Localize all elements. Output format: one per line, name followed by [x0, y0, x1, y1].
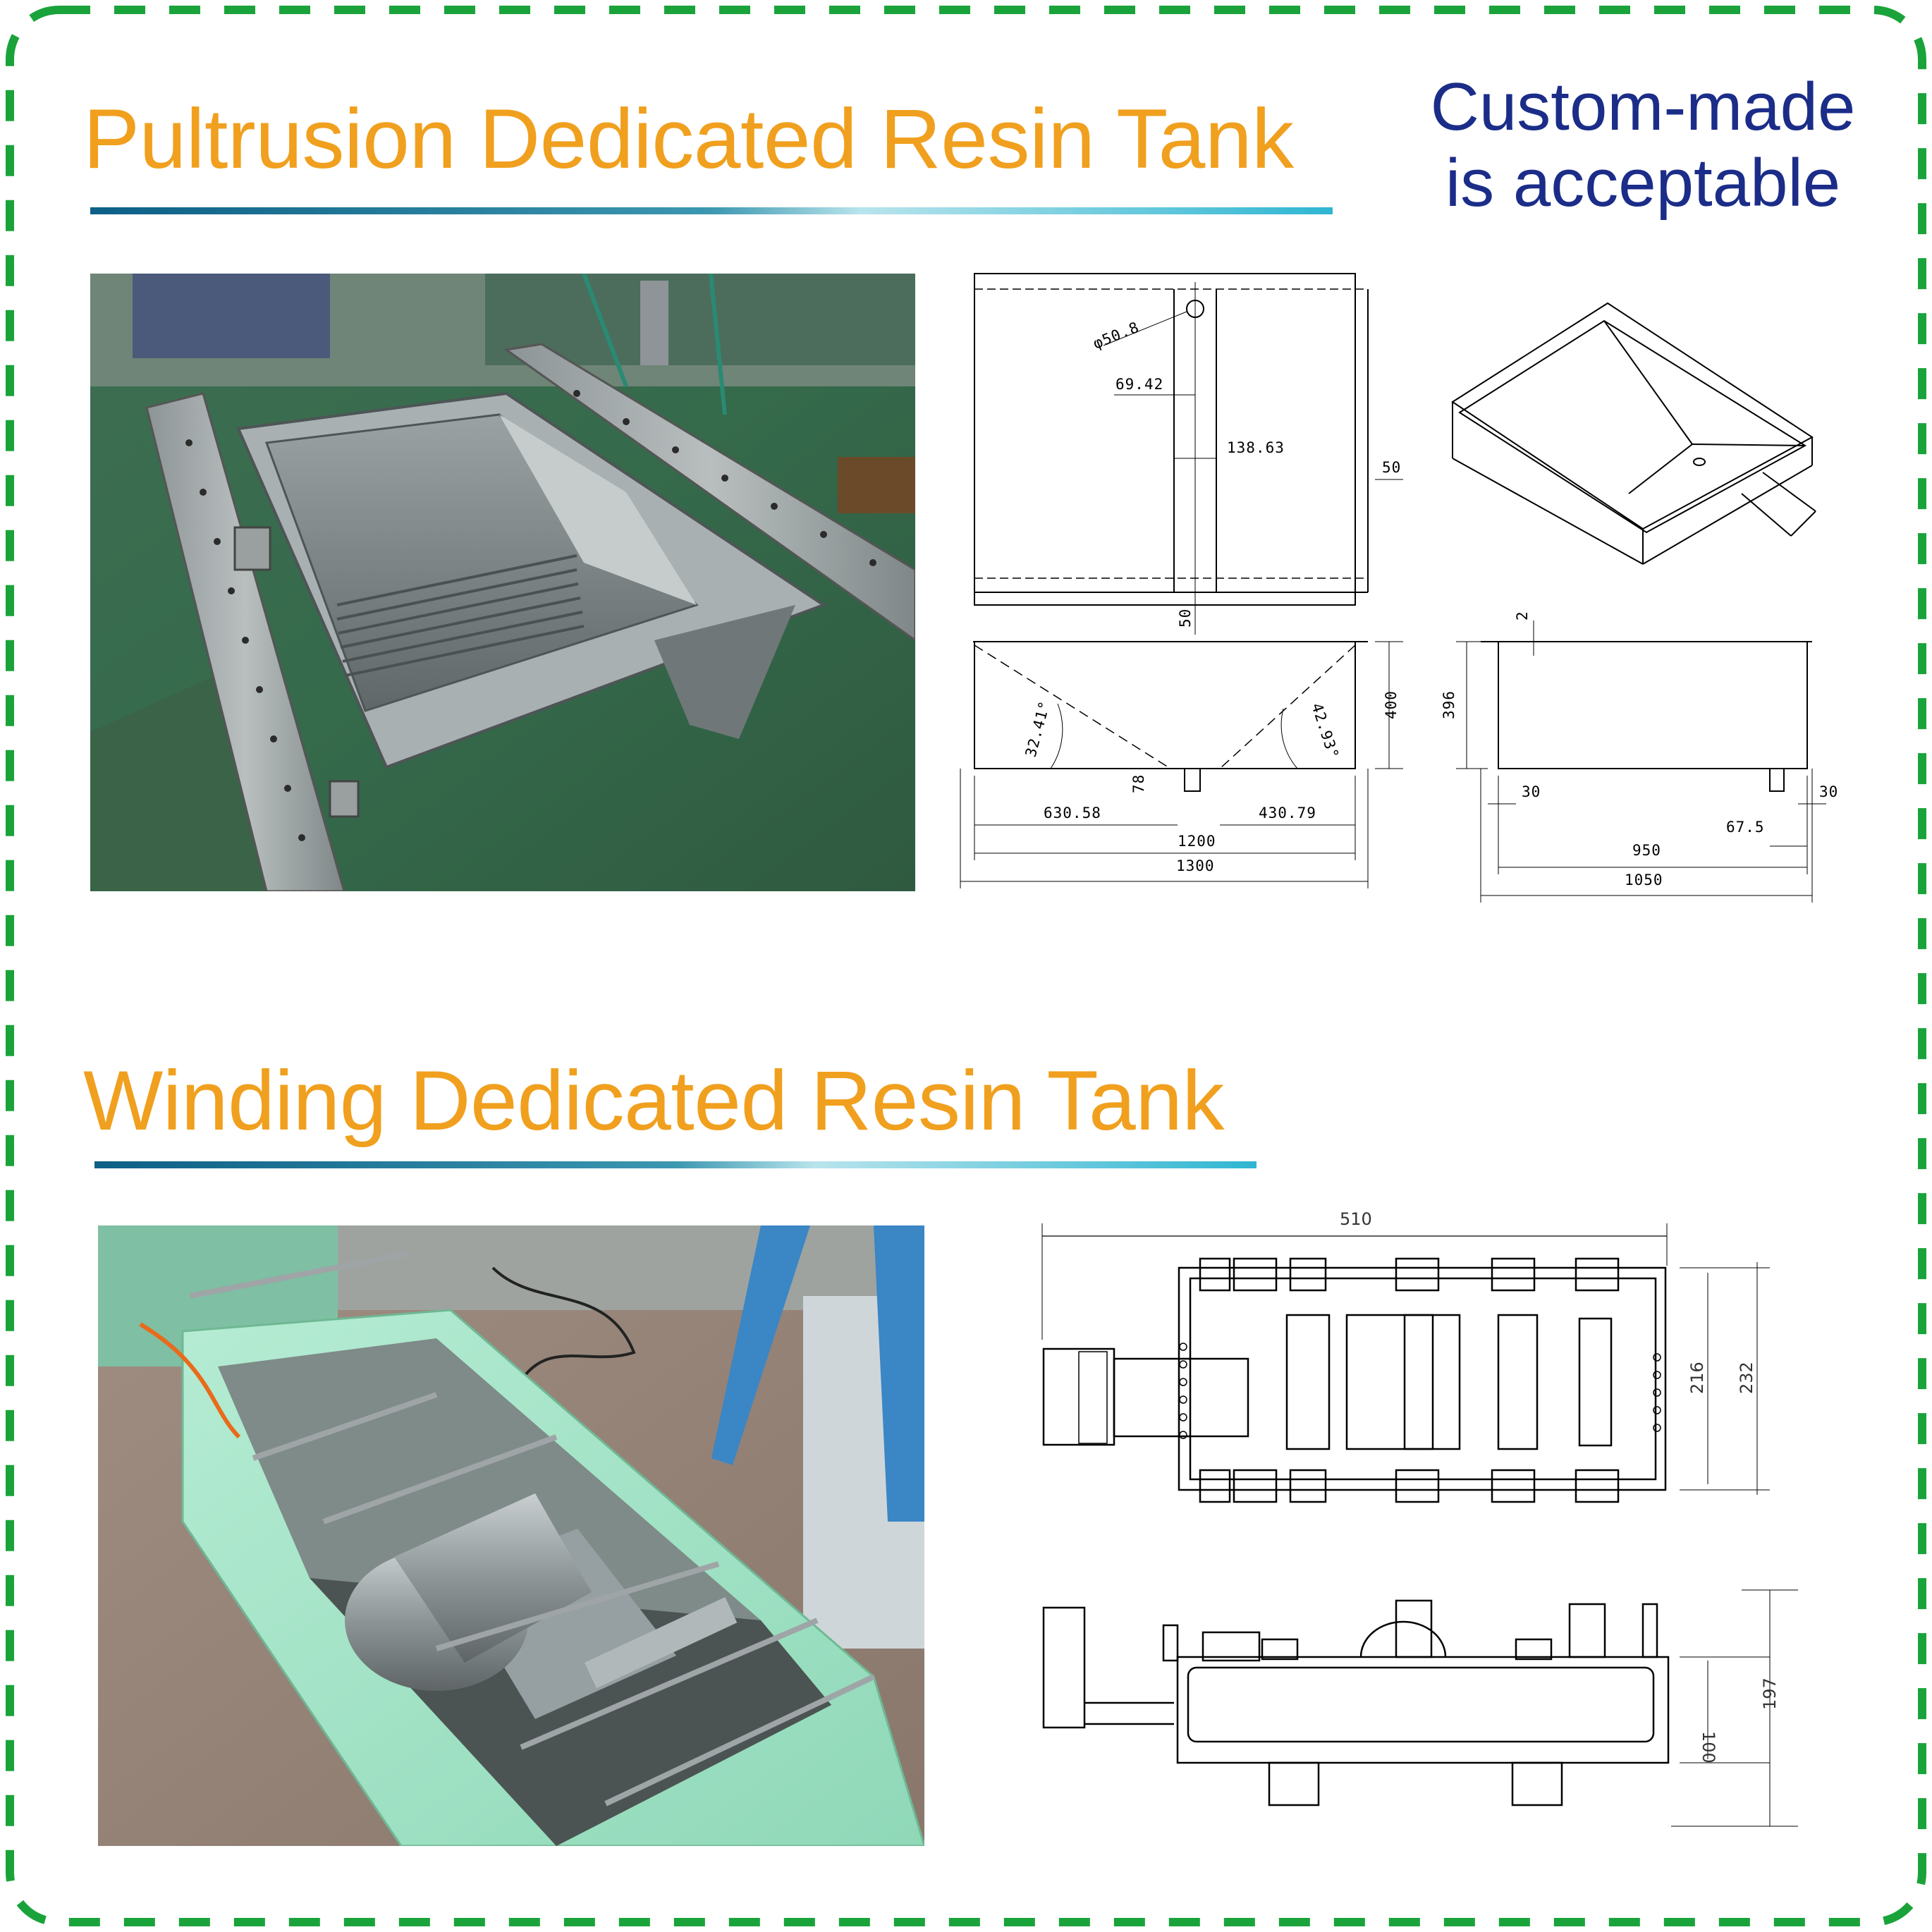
dim-angle-left: 32.41° — [1022, 699, 1053, 759]
dim-630-58: 630.58 — [1044, 805, 1101, 821]
dim-67-5: 67.5 — [1726, 819, 1765, 836]
pultrusion-technical-drawing: φ50.8 69.42 138.63 50 50 32.41° 42.93° 4… — [952, 261, 1869, 910]
winding-title: Winding Dedicated Resin Tank — [83, 1053, 1225, 1148]
dim-232: 232 — [1737, 1362, 1756, 1394]
winding-tank-photo — [98, 1225, 924, 1846]
dim-angle-right: 42.93° — [1308, 701, 1342, 761]
dim-396: 396 — [1441, 690, 1457, 719]
tagline-line1: Custom-made — [1430, 69, 1856, 145]
dim-hole-diameter: φ50.8 — [1091, 319, 1142, 353]
custom-made-tagline: Custom-made is acceptable — [1403, 69, 1883, 221]
dim-right-margin: 50 — [1382, 459, 1401, 476]
tagline-line2: is acceptable — [1445, 145, 1841, 221]
dim-1300: 1300 — [1176, 857, 1215, 874]
dim-1200: 1200 — [1178, 833, 1216, 850]
winding-title-underline — [94, 1161, 1257, 1168]
dim-bottom-margin: 50 — [1177, 609, 1194, 628]
winding-technical-drawing: 510 216 232 100 197 — [1037, 1209, 1833, 1858]
pultrusion-title: Pultrusion Dedicated Resin Tank — [83, 92, 1294, 186]
dim-950: 950 — [1632, 842, 1661, 859]
pultrusion-title-underline — [90, 207, 1333, 214]
dim-1050: 1050 — [1625, 872, 1663, 888]
dim-430-79: 430.79 — [1259, 805, 1316, 821]
dim-100: 100 — [1699, 1731, 1718, 1763]
dim-outlet-78: 78 — [1130, 774, 1147, 793]
dim-197: 197 — [1760, 1677, 1780, 1710]
dim-216: 216 — [1687, 1362, 1707, 1394]
dim-side-right-30: 30 — [1819, 783, 1838, 800]
dim-side-left-30: 30 — [1522, 783, 1541, 800]
dim-510: 510 — [1340, 1209, 1372, 1229]
dim-69-42: 69.42 — [1115, 376, 1163, 393]
dim-138-63: 138.63 — [1227, 439, 1285, 456]
dim-height-400: 400 — [1383, 690, 1400, 719]
pultrusion-tank-photo — [90, 274, 915, 891]
dim-wall-2: 2 — [1514, 611, 1531, 620]
